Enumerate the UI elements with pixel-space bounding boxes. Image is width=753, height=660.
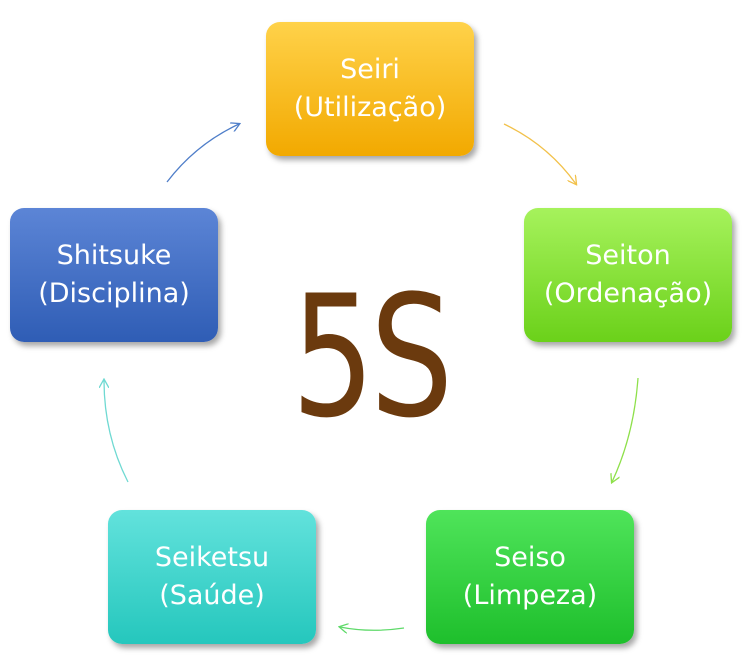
node-seiri-subtitle: (Utilização) [293,92,447,123]
node-shitsuke-subtitle: (Disciplina) [38,278,190,309]
node-seiri: Seiri (Utilização) [266,22,474,156]
arrow-shitsuke-to-seiri [166,124,239,183]
arrow-seiri-to-seiton [503,123,576,184]
node-seiso-name: Seiso [494,542,566,573]
arrow-seiketsu-to-shitsuke [104,380,129,483]
arrow-seiton-to-seiso [612,377,639,482]
node-seiketsu-subtitle: (Saúde) [159,580,265,611]
node-seiso-subtitle: (Limpeza) [462,580,598,611]
node-seiton-subtitle: (Ordenação) [543,278,713,309]
arrow-seiso-to-seiketsu [340,627,405,630]
node-seiri-name: Seiri [340,54,400,85]
node-seiton-name: Seiton [585,240,671,271]
diagram-title: 5S [291,259,453,455]
node-shitsuke: Shitsuke (Disciplina) [10,208,218,342]
node-seiketsu: Seiketsu (Saúde) [108,510,316,644]
node-shitsuke-name: Shitsuke [56,240,172,271]
node-seiketsu-name: Seiketsu [154,542,270,573]
node-seiso: Seiso (Limpeza) [426,510,634,644]
node-seiton: Seiton (Ordenação) [524,208,732,342]
